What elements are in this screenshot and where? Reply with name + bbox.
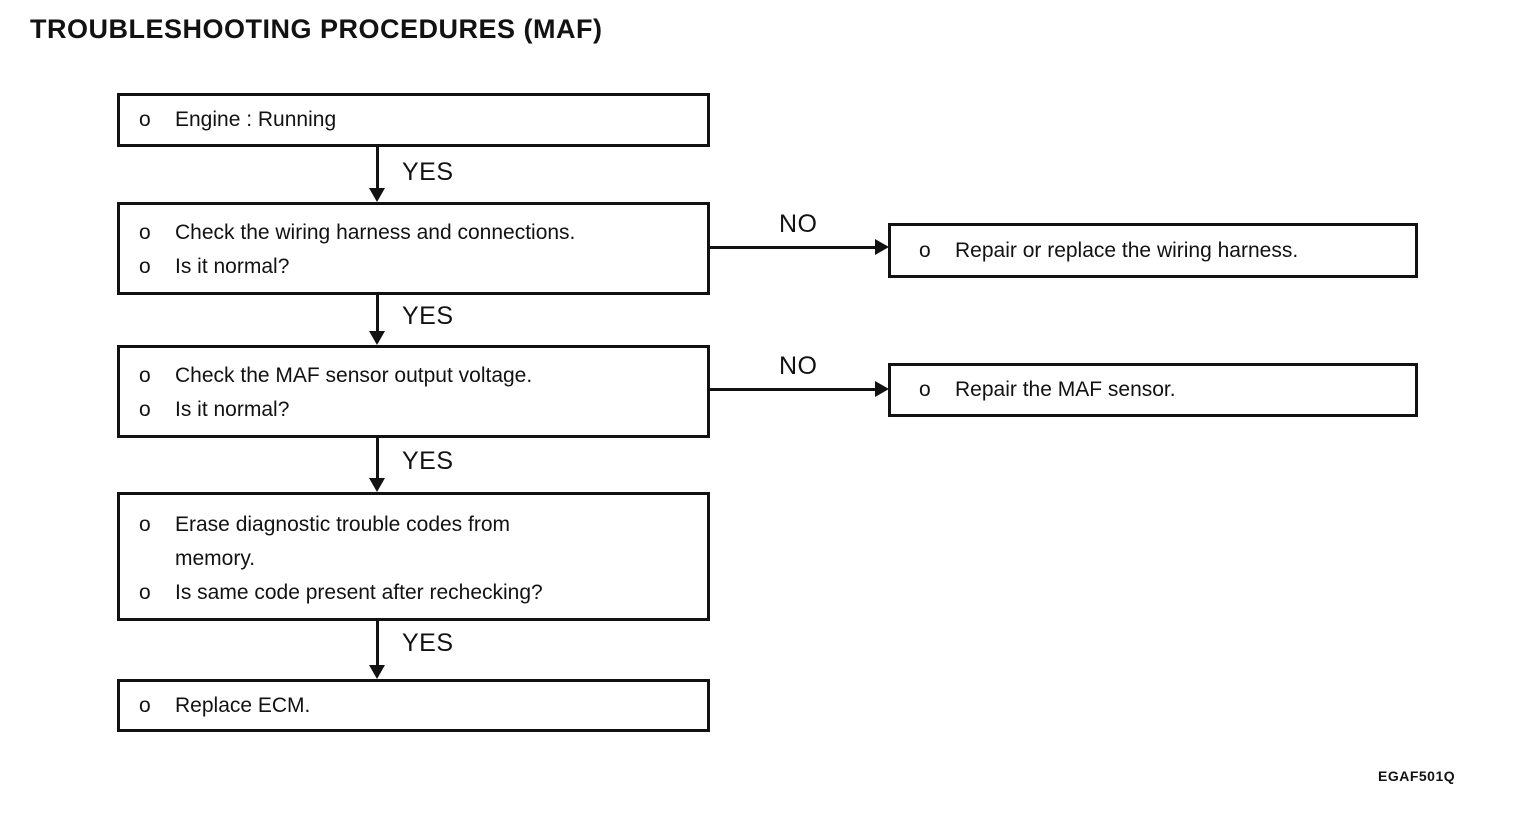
bullet-marker: o: [919, 238, 931, 262]
arrow-no-2: [709, 381, 889, 398]
box-line-text: Check the wiring harness and connections…: [175, 221, 576, 244]
box-line-text: Is same code present after rechecking?: [175, 581, 543, 604]
box-line: o Erase diagnostic trouble codes from: [120, 508, 707, 542]
arrow-down-head: [369, 331, 385, 345]
flow-box-replace-ecm: o Replace ECM.: [117, 679, 710, 732]
page-title: TROUBLESHOOTING PROCEDURES (MAF): [30, 14, 603, 44]
flow-box-engine-running: o Engine : Running: [117, 93, 710, 147]
box-line-text: Replace ECM.: [175, 693, 311, 717]
bullet-marker: o: [139, 221, 151, 244]
bullet-marker: o: [139, 255, 151, 278]
box-line: o Repair the MAF sensor.: [891, 373, 1415, 407]
arrow-right-head: [875, 381, 889, 397]
arrow-no-1: [709, 239, 889, 256]
bullet-marker: [139, 542, 175, 576]
flow-box-check-wiring: o Check the wiring harness and connectio…: [117, 202, 710, 295]
edge-label-no-1: NO: [779, 210, 818, 238]
arrow-down-head: [369, 188, 385, 202]
box-line-text: Engine : Running: [175, 108, 337, 131]
arrow-shaft: [376, 438, 379, 480]
figure-code: EGAF501Q: [1378, 768, 1456, 784]
bullet-marker: o: [139, 581, 151, 604]
edge-label-yes-1: YES: [402, 158, 454, 186]
arrow-shaft: [376, 147, 379, 190]
bullet-marker: o: [139, 693, 151, 717]
box-line: o Engine : Running: [120, 103, 707, 137]
edge-label-yes-2: YES: [402, 302, 454, 330]
arrow-shaft: [376, 621, 379, 667]
bullet-marker: o: [139, 364, 151, 387]
arrow-shaft: [709, 246, 877, 249]
arrow-right-head: [875, 239, 889, 255]
arrow-shaft: [376, 295, 379, 333]
box-line-text: Repair or replace the wiring harness.: [955, 238, 1299, 262]
arrow-down-head: [369, 478, 385, 492]
arrow-yes-4: [369, 621, 386, 679]
box-line: o Is it normal?: [120, 250, 707, 284]
flow-box-repair-wiring: o Repair or replace the wiring harness.: [888, 223, 1418, 278]
arrow-shaft: [709, 388, 877, 391]
box-line-text: Is it normal?: [175, 398, 290, 421]
edge-label-no-2: NO: [779, 352, 818, 380]
box-line: o Check the MAF sensor output voltage.: [120, 359, 707, 393]
box-line: o Check the wiring harness and connectio…: [120, 216, 707, 250]
flow-box-erase-codes: o Erase diagnostic trouble codes from me…: [117, 492, 710, 621]
bullet-marker: o: [139, 108, 151, 131]
edge-label-yes-4: YES: [402, 629, 454, 657]
box-line-text: Check the MAF sensor output voltage.: [175, 364, 533, 387]
box-line-text: memory.: [175, 547, 256, 570]
arrow-yes-3: [369, 438, 386, 492]
flow-box-repair-maf-sensor: o Repair the MAF sensor.: [888, 363, 1418, 417]
arrow-down-head: [369, 665, 385, 679]
arrow-yes-1: [369, 147, 386, 202]
box-line: o Repair or replace the wiring harness.: [891, 234, 1415, 268]
box-line-text: Repair the MAF sensor.: [955, 378, 1176, 401]
box-line: o Replace ECM.: [120, 689, 707, 723]
box-line: o Is it normal?: [120, 393, 707, 427]
box-line: memory.: [120, 542, 707, 576]
arrow-yes-2: [369, 295, 386, 345]
box-line: o Is same code present after rechecking?: [120, 576, 707, 610]
edge-label-yes-3: YES: [402, 447, 454, 475]
flow-box-check-maf-voltage: o Check the MAF sensor output voltage. o…: [117, 345, 710, 438]
box-line-text: Erase diagnostic trouble codes from: [175, 513, 511, 536]
bullet-marker: o: [139, 513, 151, 536]
bullet-marker: o: [139, 398, 151, 421]
bullet-marker: o: [919, 378, 931, 401]
box-line-text: Is it normal?: [175, 255, 290, 278]
